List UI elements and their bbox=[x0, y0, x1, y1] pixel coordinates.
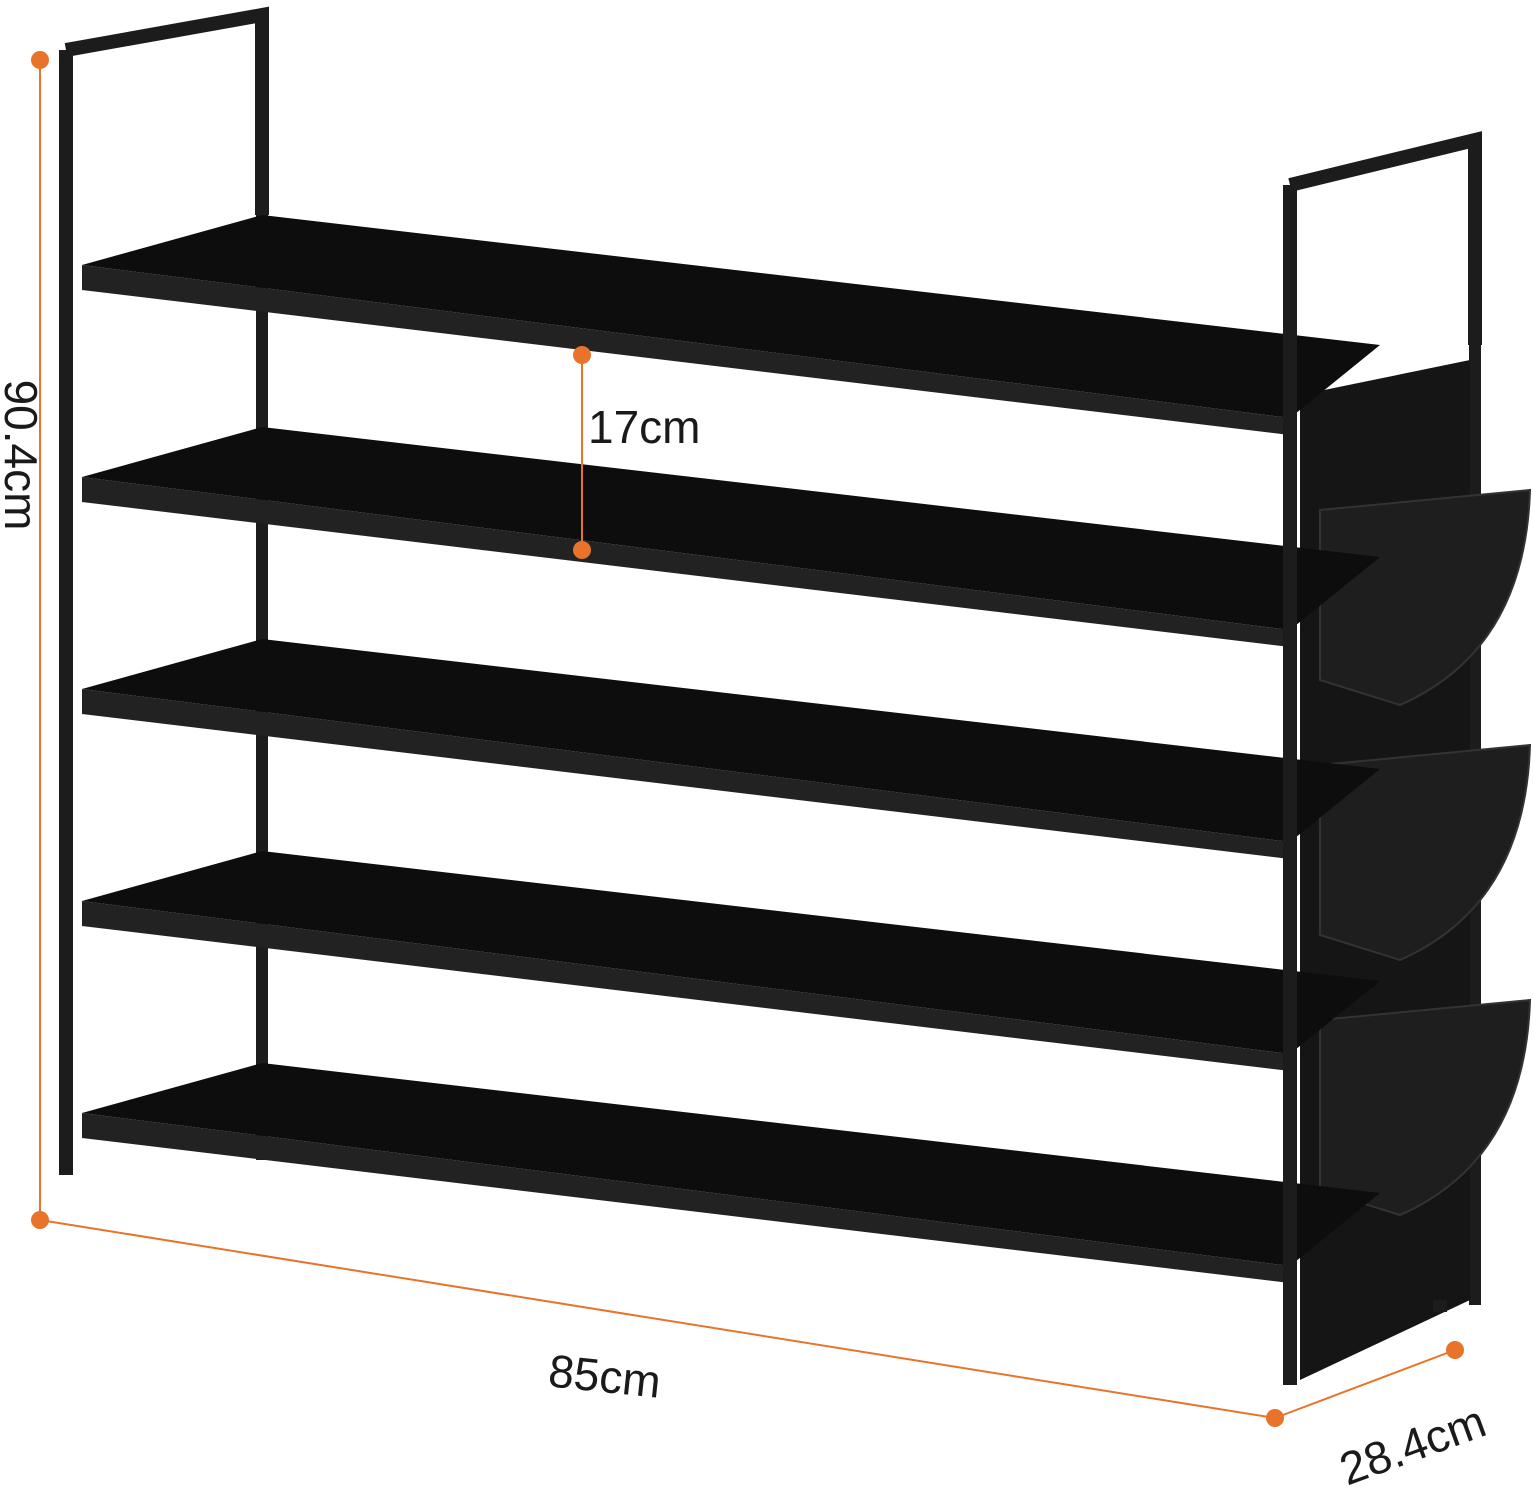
shelf bbox=[82, 215, 1380, 418]
height-dimension: 90.4cm bbox=[0, 51, 49, 1229]
shelf-front-bar bbox=[82, 689, 1290, 859]
shelf bbox=[82, 1063, 1380, 1266]
width-dimension: 85cm bbox=[39, 1219, 1284, 1427]
shelf bbox=[82, 851, 1380, 1054]
height-label: 90.4cm bbox=[0, 380, 47, 531]
shelf bbox=[82, 639, 1380, 842]
shelf-front-bar bbox=[82, 477, 1290, 647]
side-pocket bbox=[1319, 488, 1532, 707]
side-pocket bbox=[1319, 743, 1532, 962]
shelf-front-bar bbox=[82, 1113, 1290, 1283]
shelf-front-bar bbox=[82, 265, 1290, 435]
shelf-gap-dimension: 17cm bbox=[573, 346, 700, 559]
left-handle bbox=[64, 6, 269, 215]
side-pocket bbox=[1319, 998, 1532, 1217]
shelf-gap-label: 17cm bbox=[588, 401, 700, 453]
shelf-front-bar bbox=[82, 901, 1290, 1071]
shelf bbox=[82, 427, 1380, 630]
right-handle bbox=[1288, 131, 1482, 345]
shoe-rack bbox=[59, 6, 1532, 1385]
width-label: 85cm bbox=[546, 1344, 663, 1407]
depth-label: 28.4cm bbox=[1333, 1395, 1493, 1495]
